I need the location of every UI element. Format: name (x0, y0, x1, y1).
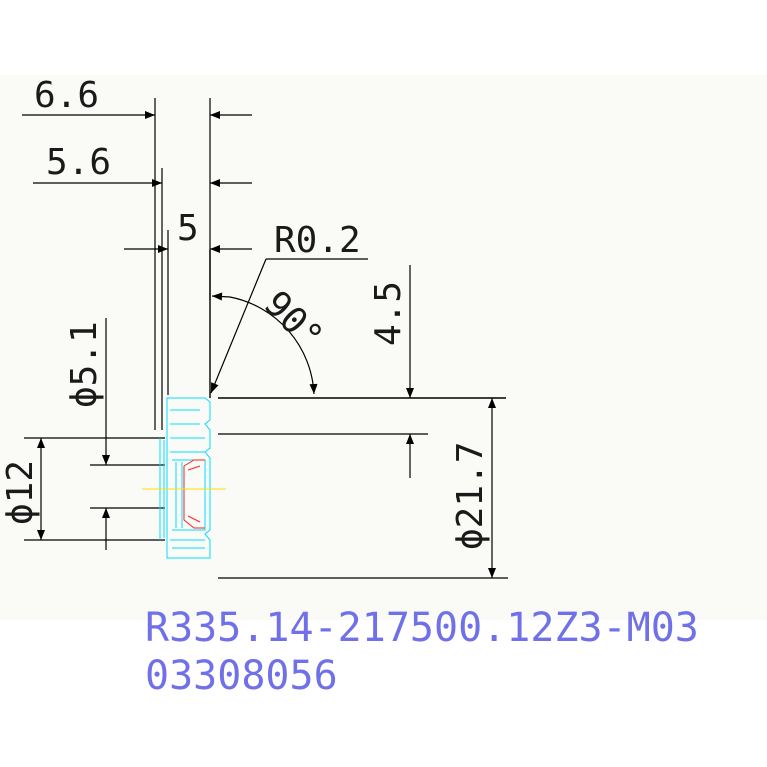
dimension-label-width-body: 5.6 (46, 142, 111, 183)
dimension-label-hub-diameter: ϕ12 (0, 460, 41, 525)
leader-corner-radius (210, 258, 368, 394)
insert-outline (183, 459, 205, 529)
dimension-hub-diameter (24, 437, 165, 541)
dimension-width-body (33, 168, 252, 232)
dimension-cutter-diameter (218, 398, 508, 579)
dimension-label-depth: 4.5 (368, 281, 409, 346)
dimension-label-cutter-diameter: ϕ21.7 (450, 442, 491, 550)
extension-lines-body (154, 175, 169, 430)
dimension-label-bore-diameter: ϕ5.1 (64, 321, 105, 408)
part-code: R335.14-217500.12Z3-M03 (145, 605, 699, 651)
dimension-label-corner-radius: R0.2 (274, 220, 361, 261)
dimension-label-width-cut: 5 (177, 208, 199, 249)
drawing-sheet (0, 75, 767, 620)
dimension-bore-diameter (90, 318, 165, 550)
dimension-depth (218, 265, 428, 478)
angle-arc (211, 292, 318, 395)
part-number: 03308056 (145, 653, 338, 699)
dimension-label-width-overall: 6.6 (34, 75, 99, 116)
dimension-width-cut (124, 230, 252, 253)
